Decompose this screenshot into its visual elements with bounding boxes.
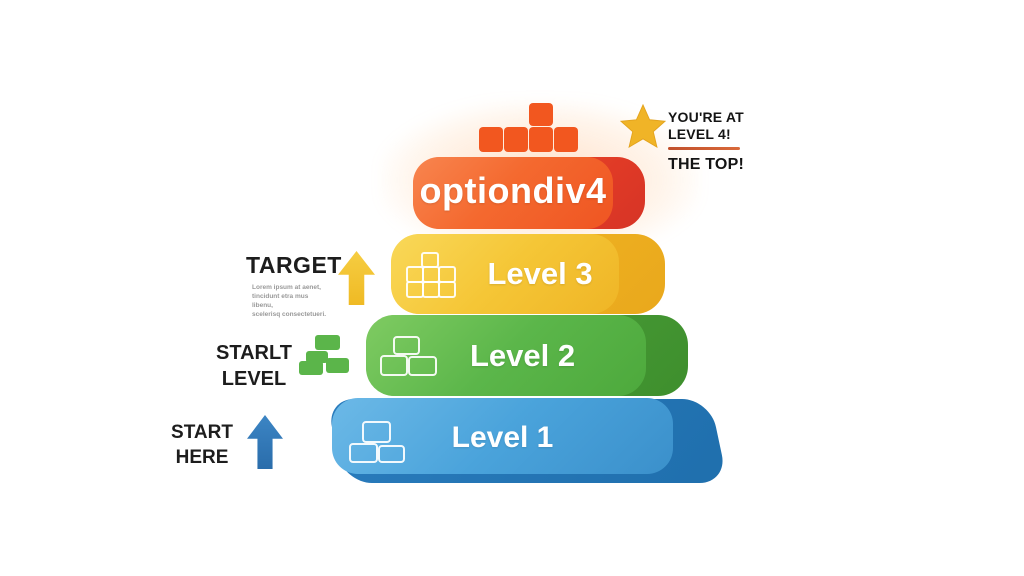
start-here-line1: START — [171, 422, 233, 443]
level-2-bar — [366, 315, 646, 396]
target-subtext: Lorem ipsum at aenet, tincidunt etra mus… — [252, 283, 330, 319]
callout-line1: YOU'RE AT — [668, 109, 744, 125]
callout-divider — [668, 147, 740, 150]
target-up-arrow-icon — [338, 251, 375, 305]
target-subtext-line: tincidunt etra mus libenu, — [252, 293, 309, 310]
callout-line2: LEVEL 4! — [668, 125, 731, 142]
level-3-label: Level 3 — [487, 256, 593, 291]
block-outline — [438, 281, 456, 298]
level-1-label: Level 1 — [451, 421, 554, 454]
star-icon — [620, 104, 666, 148]
green-block — [326, 358, 349, 373]
start-up-arrow-icon — [247, 415, 283, 469]
tetris-block — [479, 127, 503, 152]
tetris-block — [554, 127, 578, 152]
level-3-bar — [391, 234, 619, 314]
start-here-label: START HERE — [170, 420, 234, 470]
target-subtext-line: scelerisq consectetueri. — [252, 311, 327, 319]
block-outline — [408, 356, 437, 376]
block-outline — [393, 336, 420, 355]
target-label: TARGET — [246, 252, 342, 278]
top-callout: YOU'RE AT LEVEL 4! THE TOP! — [668, 109, 778, 174]
block-outline — [349, 443, 378, 463]
start-level-line1: STARLT — [216, 342, 292, 364]
level-4-bar — [413, 157, 613, 229]
tetris-block — [529, 103, 553, 126]
start-here-line2: HERE — [175, 447, 229, 469]
start-level-line2: LEVEL — [221, 368, 287, 391]
start-level-label: STARLT LEVEL — [216, 340, 292, 393]
tetris-block — [504, 127, 528, 152]
block-outline — [378, 445, 405, 463]
target-subtext-line: Lorem ipsum at aenet, — [252, 284, 321, 291]
green-block — [299, 361, 323, 375]
block-outline — [362, 421, 391, 443]
green-block — [306, 351, 328, 363]
level-2-label: Level 2 — [469, 338, 576, 373]
green-block — [315, 335, 340, 350]
block-outline — [380, 355, 408, 376]
level-4-label: optiondiv4 — [419, 170, 607, 211]
callout-line3: THE TOP! — [668, 155, 744, 173]
tetris-block — [529, 127, 553, 152]
